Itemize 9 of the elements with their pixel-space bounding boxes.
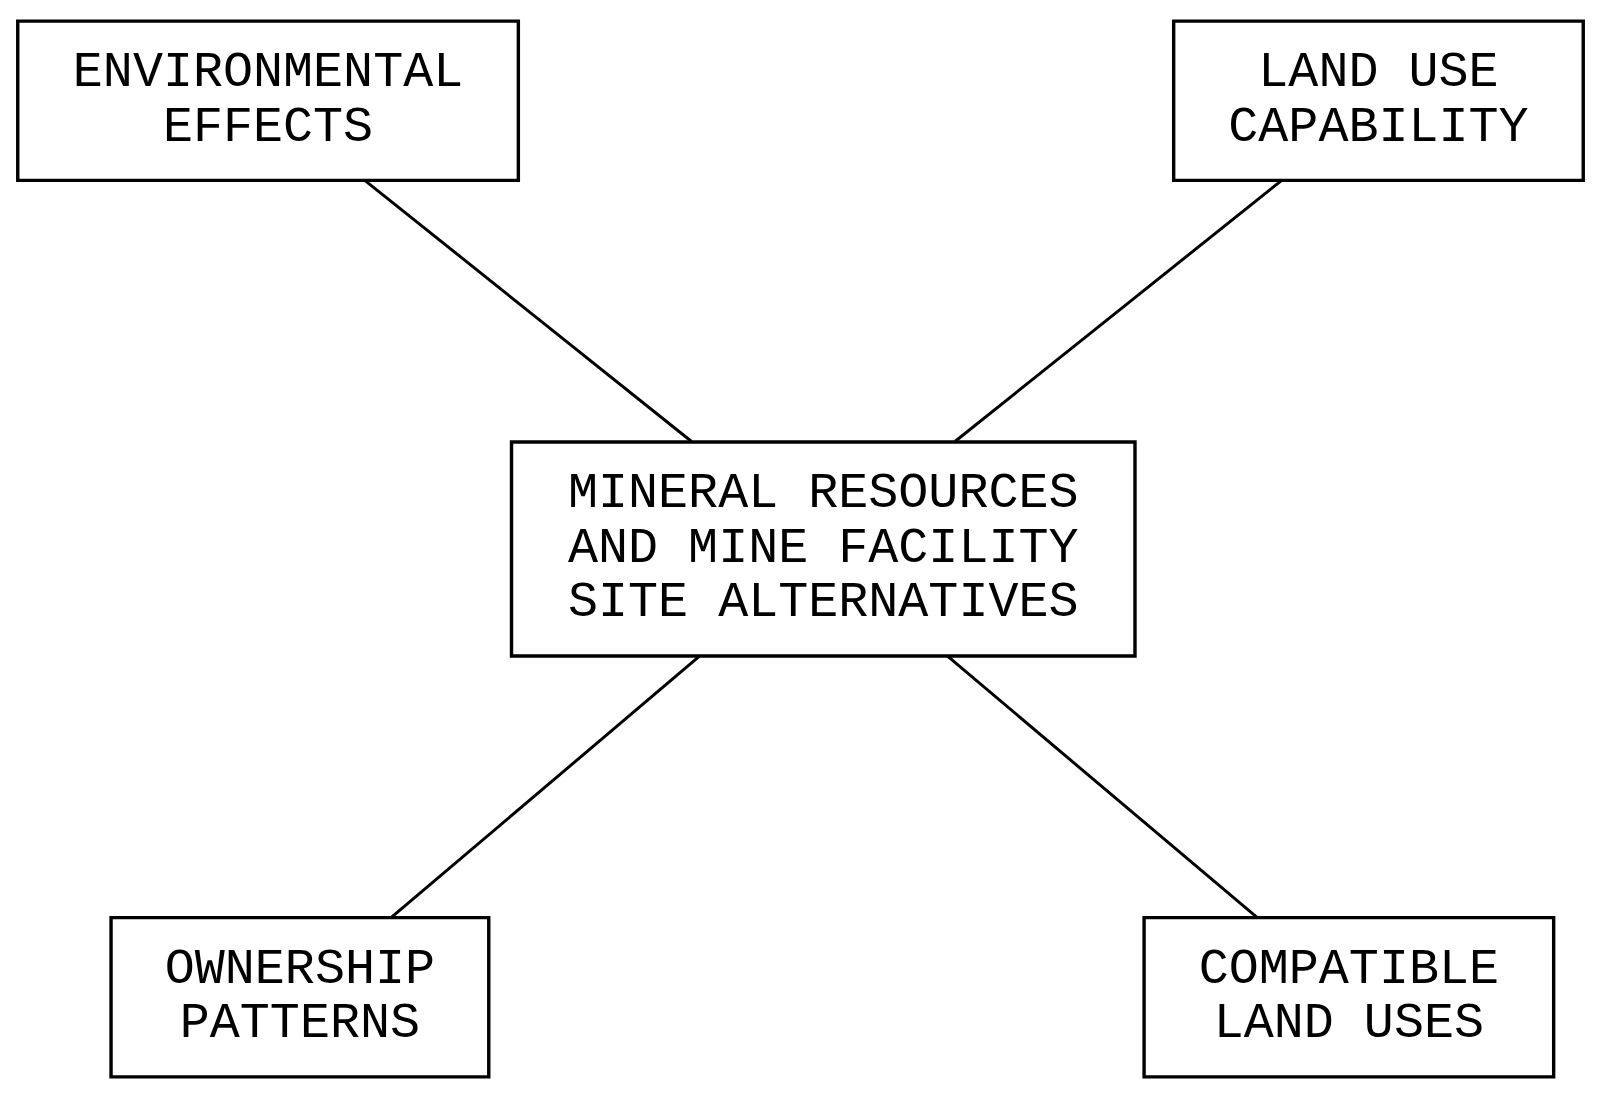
connector [954,179,1283,443]
node-box: COMPATIBLE LAND USES [1142,915,1556,1079]
node-box: OWNERSHIP PATTERNS [109,915,491,1079]
node-box: MINERAL RESOURCES AND MINE FACILITY SITE ALTERNATIVES [509,439,1137,658]
node-box: ENVIRONMENTAL EFFECTS [16,18,521,182]
node-box: LAND USE CAPABILITY [1171,18,1585,182]
connector [946,654,1258,918]
connector [390,654,701,918]
connector [364,179,693,443]
